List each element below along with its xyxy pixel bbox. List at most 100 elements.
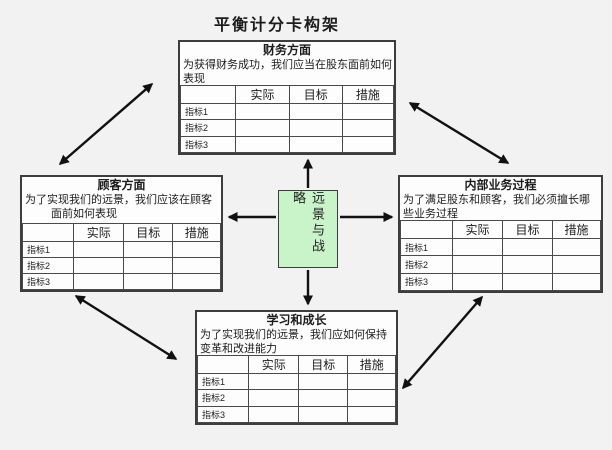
table-header-row: 实际 目标 措施 bbox=[400, 220, 601, 239]
learning-growth-box-title: 学习和成长 bbox=[266, 313, 327, 327]
table-row: 指标2 bbox=[400, 255, 601, 274]
metric-cell bbox=[341, 135, 395, 154]
metric-cell bbox=[347, 405, 396, 424]
learning-growth-box-description: 为了实现我们的远景，我们应如何保持 变革和改进能力 bbox=[197, 328, 396, 356]
arrow-internal-learning bbox=[402, 295, 483, 390]
metric-cell bbox=[288, 135, 343, 154]
metric-cell bbox=[248, 389, 299, 407]
metric-header-actual: 实际 bbox=[73, 223, 124, 242]
metric-cell bbox=[347, 372, 396, 391]
metric-cell bbox=[122, 241, 174, 258]
metric-row-label: 指标1 bbox=[400, 237, 453, 257]
metric-header-measures: 措施 bbox=[552, 220, 601, 239]
metric-row-label: 指标2 bbox=[179, 119, 237, 137]
metric-header-target: 目标 bbox=[288, 85, 343, 104]
table-row: 指标2 bbox=[21, 257, 221, 274]
metric-cell bbox=[502, 272, 553, 292]
table-row: 指标1 bbox=[179, 102, 395, 121]
financial-box-title: 财务方面 bbox=[262, 43, 311, 57]
metric-cell bbox=[347, 389, 396, 407]
metric-cell bbox=[552, 272, 601, 292]
metric-header-target: 目标 bbox=[502, 220, 553, 239]
metric-cell bbox=[172, 257, 221, 274]
vision-strategy-label: 远景与战略 bbox=[291, 191, 325, 255]
metric-cell bbox=[122, 257, 174, 274]
metric-header-measures: 措施 bbox=[341, 85, 395, 104]
metric-cell bbox=[341, 102, 395, 121]
internal-process-box-description: 为了满足股东和顾客，我们必须擅长哪 些业务过程 bbox=[400, 193, 601, 221]
metric-cell bbox=[297, 389, 349, 407]
metric-cell bbox=[248, 372, 299, 391]
metric-header-actual: 实际 bbox=[235, 85, 290, 104]
metric-row-label: 指标1 bbox=[179, 102, 237, 121]
financial-box-description: 为获得财务成功，我们应当在股东面前如何 表现 bbox=[180, 58, 394, 86]
metric-cell bbox=[235, 135, 290, 154]
metric-cell bbox=[502, 255, 553, 274]
metric-cell bbox=[552, 255, 601, 274]
customer-metrics-table: 实际 目标 措施 指标1 指标2 指标3 bbox=[21, 223, 221, 290]
metric-header-empty bbox=[196, 355, 250, 374]
financial-perspective-box: 财务方面 为获得财务成功，我们应当在股东面前如何 表现 实际 目标 措施 指标1… bbox=[178, 40, 396, 155]
description-line: 表现 bbox=[183, 73, 205, 85]
description-line: 变革和改进能力 bbox=[200, 343, 277, 355]
metric-cell bbox=[248, 405, 299, 424]
metric-cell bbox=[502, 237, 553, 257]
description-line: 为了满足股东和顾客，我们必须擅长哪 bbox=[403, 194, 590, 206]
arrow-financial-internal bbox=[408, 101, 510, 165]
metric-cell bbox=[452, 237, 503, 257]
metric-cell bbox=[288, 102, 343, 121]
customer-box-title: 顾客方面 bbox=[97, 178, 146, 192]
metric-row-label: 指标1 bbox=[21, 241, 75, 258]
metric-row-label: 指标3 bbox=[21, 273, 75, 290]
customer-box-description: 为了实现我们的远景，我们应该在顾客 面前如何表现 bbox=[22, 193, 221, 221]
metric-cell bbox=[452, 255, 503, 274]
description-line: 面前如何表现 bbox=[51, 208, 117, 220]
metric-header-measures: 措施 bbox=[172, 223, 221, 242]
learning-growth-perspective-box: 学习和成长 为了实现我们的远景，我们应如何保持 变革和改进能力 实际 目标 措施… bbox=[195, 310, 398, 425]
metric-cell bbox=[235, 102, 290, 121]
metric-cell bbox=[552, 237, 601, 257]
metric-cell bbox=[341, 119, 395, 137]
arrow-customer-learning bbox=[74, 294, 178, 361]
metric-header-target: 目标 bbox=[297, 355, 349, 374]
metric-row-label: 指标3 bbox=[400, 272, 453, 292]
financial-metrics-table: 实际 目标 措施 指标1 指标2 指标3 bbox=[179, 85, 395, 154]
metric-row-label: 指标1 bbox=[196, 372, 250, 391]
metric-header-empty bbox=[21, 223, 75, 242]
metric-header-actual: 实际 bbox=[248, 355, 299, 374]
metric-header-empty bbox=[400, 220, 453, 239]
metric-cell bbox=[122, 273, 174, 290]
table-header-row: 实际 目标 措施 bbox=[179, 85, 395, 104]
metric-cell bbox=[452, 272, 503, 292]
internal-process-perspective-box: 内部业务过程 为了满足股东和顾客，我们必须擅长哪 些业务过程 实际 目标 措施 … bbox=[398, 175, 603, 293]
table-row: 指标2 bbox=[179, 119, 395, 137]
metric-cell bbox=[297, 405, 349, 424]
description-line: 为获得财务成功，我们应当在股东面前如何 bbox=[183, 59, 392, 71]
metric-row-label: 指标2 bbox=[400, 255, 453, 274]
table-header-row: 实际 目标 措施 bbox=[196, 355, 396, 374]
table-row: 指标1 bbox=[21, 241, 221, 258]
metric-cell bbox=[172, 273, 221, 290]
metric-header-actual: 实际 bbox=[452, 220, 503, 239]
customer-perspective-box: 顾客方面 为了实现我们的远景，我们应该在顾客 面前如何表现 实际 目标 措施 指… bbox=[20, 175, 223, 292]
metric-row-label: 指标3 bbox=[179, 135, 237, 154]
metric-cell bbox=[73, 273, 124, 290]
description-line: 些业务过程 bbox=[403, 208, 458, 220]
table-row: 指标3 bbox=[196, 405, 396, 424]
metric-cell bbox=[235, 119, 290, 137]
table-header-row: 实际 目标 措施 bbox=[21, 223, 221, 242]
metric-header-target: 目标 bbox=[122, 223, 174, 242]
diagram-title: 平衡计分卡构架 bbox=[213, 17, 340, 34]
table-row: 指标3 bbox=[179, 135, 395, 154]
metric-cell bbox=[297, 372, 349, 391]
description-line: 为了实现我们的远景，我们应该在顾客 bbox=[25, 194, 212, 206]
internal-process-box-title: 内部业务过程 bbox=[464, 178, 537, 192]
metric-cell bbox=[172, 241, 221, 258]
metric-cell bbox=[73, 241, 124, 258]
table-row: 指标1 bbox=[400, 237, 601, 257]
table-row: 指标3 bbox=[400, 272, 601, 292]
table-row: 指标3 bbox=[21, 273, 221, 290]
metric-header-measures: 措施 bbox=[347, 355, 396, 374]
arrow-financial-customer bbox=[58, 83, 154, 165]
